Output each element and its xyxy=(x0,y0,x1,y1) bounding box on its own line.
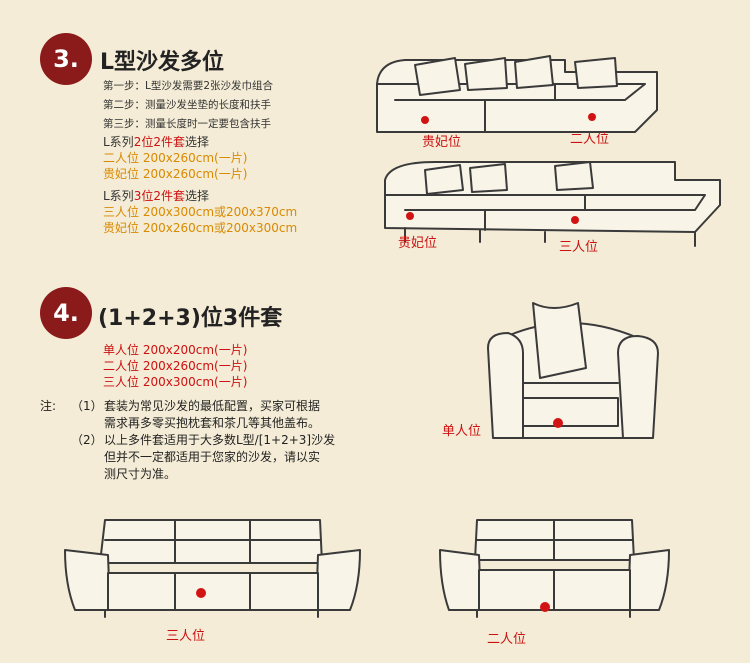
armchair-pillow xyxy=(532,302,587,379)
series2-highlight: 2位2件套 xyxy=(133,135,185,149)
note1-marker: （1） xyxy=(71,399,103,413)
three-seat-sofa-illustration xyxy=(64,519,361,618)
armchair-label: 单人位 xyxy=(442,424,482,439)
section3-number: 3. xyxy=(53,45,79,73)
series2-suffix: 选择 xyxy=(184,135,209,149)
two-seat-marker xyxy=(588,113,596,121)
series3-item-1: 三人位 200x300cm或200x370cm xyxy=(103,205,298,219)
l-sofa-two-seat-illustration xyxy=(376,55,658,133)
series2-prefix: L系列 xyxy=(103,135,134,149)
step-2: 第二步：测量沙发坐垫的长度和扶手 xyxy=(103,99,271,111)
chaise-marker xyxy=(406,212,414,220)
set-item-2: 二人位 200x260cm(一片) xyxy=(103,359,248,373)
chaise-marker xyxy=(421,116,429,124)
step-3: 第三步：测量长度时一定要包含扶手 xyxy=(103,118,271,130)
three-seat-marker xyxy=(571,216,579,224)
series2-item-2: 贵妃位 200x260cm(一片) xyxy=(103,167,248,181)
pillow-a xyxy=(424,164,464,195)
series3-prefix: L系列 xyxy=(103,189,134,203)
single-seat-marker xyxy=(553,418,563,428)
three-seat-marker-bottom xyxy=(196,588,206,598)
sofa2-chaise-label: 贵妃位 xyxy=(398,236,438,251)
note2-line-3: 测尺寸为准。 xyxy=(104,467,177,481)
note2-marker: （2） xyxy=(71,433,103,447)
series3-heading: L系列3位2件套选择 xyxy=(103,188,209,204)
two-seat-sofa-illustration xyxy=(439,519,670,618)
section4-number: 4. xyxy=(53,299,79,327)
series3-item-2: 贵妃位 200x260cm或200x300cm xyxy=(103,221,298,235)
series2-heading: L系列2位2件套选择 xyxy=(103,134,209,150)
note2-line-1: 以上多件套适用于大多数L型/[1+2+3]沙发 xyxy=(104,433,336,447)
pillow-c xyxy=(554,161,594,191)
notes-label: 注: xyxy=(40,399,57,413)
pillow-2 xyxy=(464,57,508,91)
section4-title: (1+2+3)位3件套 xyxy=(98,306,283,331)
section3-title: L型沙发多位 xyxy=(100,50,225,75)
series3-suffix: 选择 xyxy=(184,189,209,203)
pillow-4 xyxy=(574,57,618,89)
pillow-1 xyxy=(414,57,461,96)
l-sofa-three-seat-illustration xyxy=(384,161,721,247)
pillow-3 xyxy=(514,55,554,89)
section4-badge: 4. xyxy=(40,287,92,339)
pillow-b xyxy=(469,163,508,193)
series3-highlight: 3位2件套 xyxy=(133,189,185,203)
note2-line-2: 但并不一定都适用于您家的沙发，请以实 xyxy=(104,450,321,464)
two-seat-marker-bottom xyxy=(540,602,550,612)
note1-line-1: 套装为常见沙发的最低配置，买家可根据 xyxy=(104,399,321,413)
sofa1-two-seat-label: 二人位 xyxy=(570,132,610,147)
step-1: 第一步：L型沙发需要2张沙发巾组合 xyxy=(103,80,274,92)
series2-item-1: 二人位 200x260cm(一片) xyxy=(103,151,248,165)
section3-badge: 3. xyxy=(40,33,92,85)
two-seat-label: 二人位 xyxy=(487,632,527,647)
armchair-illustration xyxy=(487,302,659,439)
set-item-3: 三人位 200x300cm(一片) xyxy=(103,375,248,389)
sofa1-chaise-label: 贵妃位 xyxy=(422,135,462,150)
set-item-1: 单人位 200x200cm(一片) xyxy=(103,343,248,357)
three-seat-label: 三人位 xyxy=(166,629,206,644)
note1-line-2: 需求再多零买抱枕套和茶几等其他盖布。 xyxy=(104,416,321,430)
sofa2-three-seat-label: 三人位 xyxy=(559,240,599,255)
